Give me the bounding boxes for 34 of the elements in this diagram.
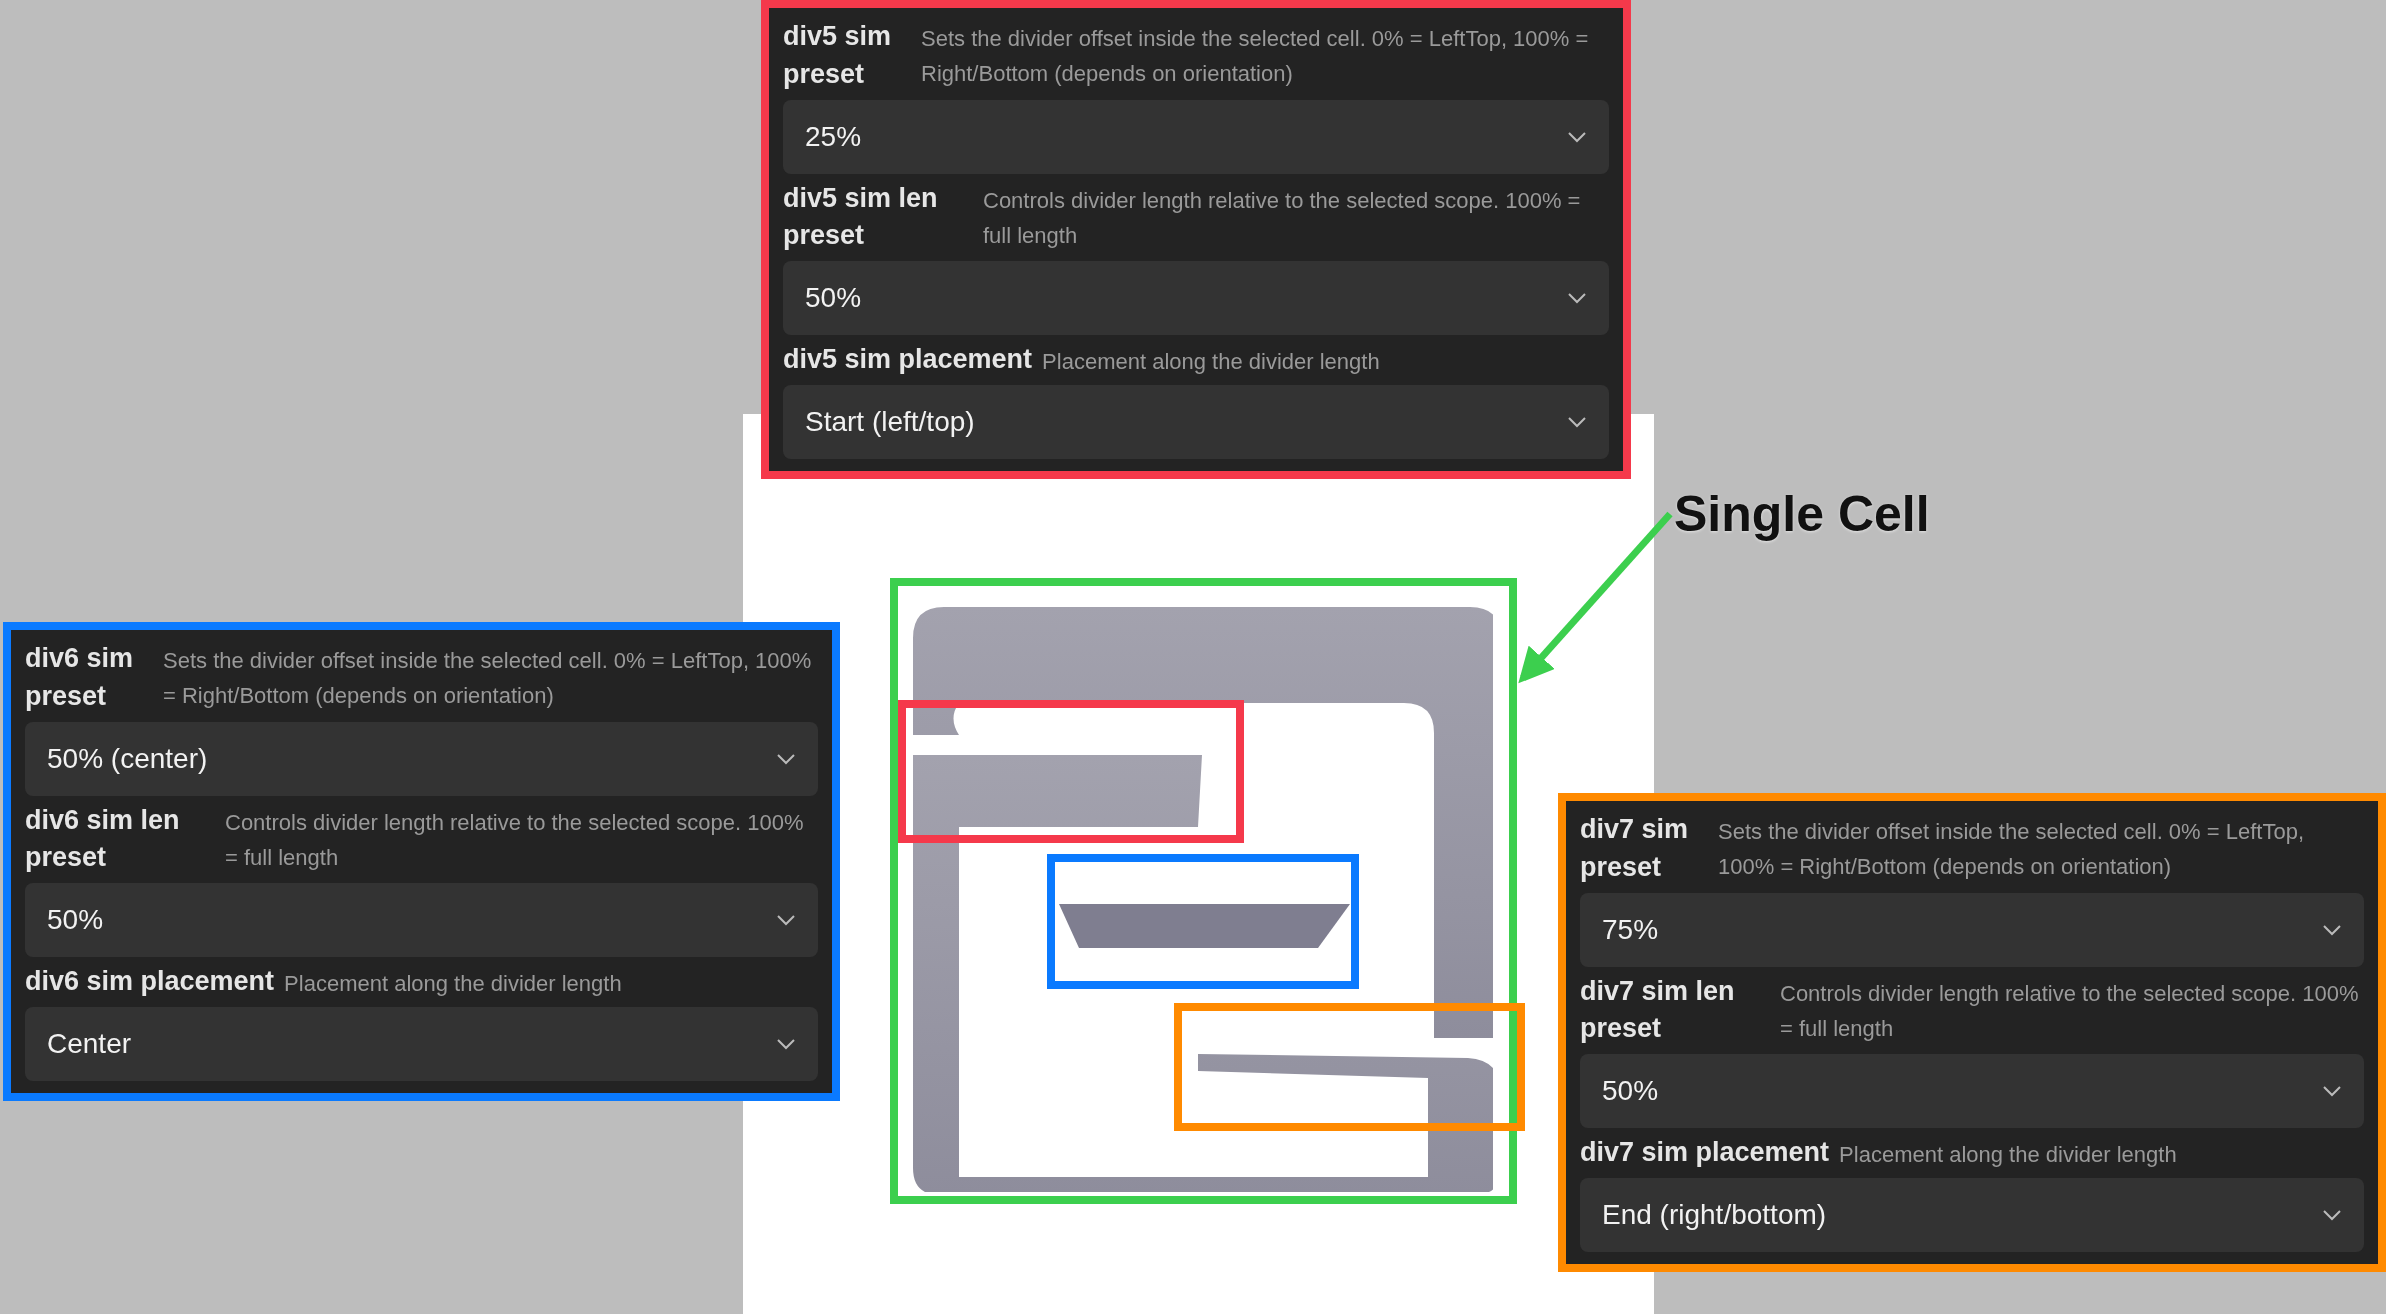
setting-label: div5 sim placement <box>783 343 1033 377</box>
highlight-frame <box>898 700 1244 843</box>
setting-label: div5 sim len preset <box>783 181 939 253</box>
settings-panel <box>3 622 840 1102</box>
dropdown-select: Center <box>25 1007 818 1082</box>
dropdown-select: 75% <box>1580 892 2364 967</box>
setting-label: div6 sim preset <box>25 642 135 713</box>
setting-label: div6 sim len preset <box>25 803 181 875</box>
setting-description: Controls divider length relative to the selected scope. 100% = full length <box>1780 979 2360 1043</box>
dropdown-select: 50% (center) <box>25 721 818 796</box>
setting-description: Controls divider length relative to the selected scope. 100% = full length <box>225 808 805 872</box>
dropdown-select: 50% <box>25 883 818 958</box>
highlight-frame <box>1047 854 1359 989</box>
dropdown-select: End (right/bottom) <box>1580 1178 2364 1253</box>
settings-panel <box>1558 793 2386 1273</box>
setting-label: div7 sim preset <box>1580 813 1690 884</box>
callout-label: Single Cell <box>1674 485 1930 543</box>
setting-label: div7 sim placement <box>1580 1136 1830 1170</box>
dropdown-select: 50% <box>783 261 1609 336</box>
setting-label: div5 sim preset <box>783 20 893 91</box>
setting-description: Controls divider length relative to the selected scope. 100% = full length <box>983 186 1582 250</box>
setting-description: Placement along the divider length <box>1839 1141 2178 1170</box>
setting-description: Sets the divider offset inside the selected cell. 0% = LeftTop, 100% = Right/Bottom (depends on orientation) <box>1718 818 2305 882</box>
setting-label: div6 sim placement <box>25 965 275 999</box>
dropdown-select: 25% <box>783 99 1609 174</box>
dropdown-select: 50% <box>1580 1054 2364 1129</box>
setting-label: div7 sim len preset <box>1580 974 1736 1046</box>
setting-description: Sets the divider offset inside the selected cell. 0% = LeftTop, 100% = Right/Bottom (depends on orientation) <box>163 647 813 711</box>
setting-description: Placement along the divider length <box>1042 348 1381 377</box>
setting-description: Sets the divider offset inside the selected cell. 0% = LeftTop, 100% = Right/Bottom (depends on orientation) <box>921 25 1590 89</box>
settings-panel <box>761 0 1631 480</box>
highlight-frame <box>1174 1003 1525 1131</box>
setting-description: Placement along the divider length <box>284 970 623 999</box>
dropdown-select: Start (left/top) <box>783 385 1609 460</box>
